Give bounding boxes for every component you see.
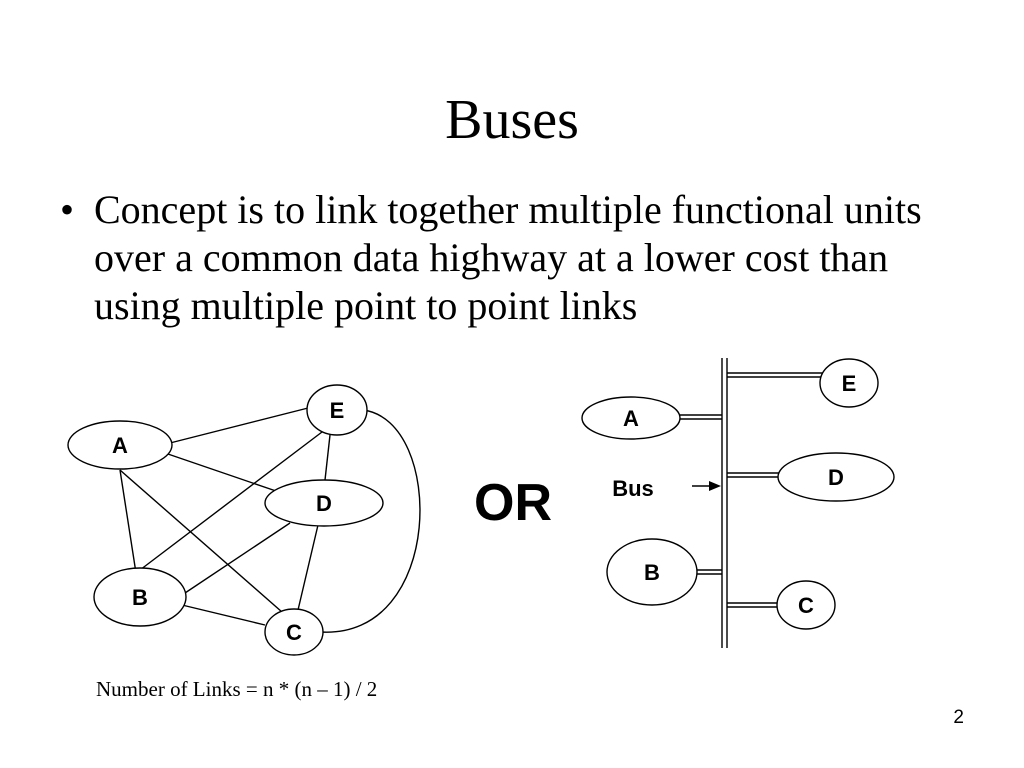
mesh-label-e: E (330, 398, 345, 423)
mesh-label-a: A (112, 433, 128, 458)
bus-label-b: B (644, 560, 660, 585)
bus-label-c: C (798, 593, 814, 618)
bus-label-a: A (623, 406, 639, 431)
mesh-link-a-b (119, 469, 137, 574)
bus-labels: E A D B C Bus (612, 371, 856, 618)
or-separator: OR (474, 474, 552, 532)
bus-label-d: D (828, 465, 844, 490)
mesh-node-c (264, 608, 324, 656)
bullet-dot: • (60, 187, 75, 232)
mesh-node-d (264, 479, 384, 527)
mesh-link-e-c (319, 409, 421, 633)
mesh-node-b (93, 567, 187, 627)
bus-node-e (819, 358, 879, 408)
bus-node-d (777, 452, 895, 502)
mesh-label-d: D (316, 491, 332, 516)
bus-node-c (776, 580, 836, 630)
bus-node-a (581, 396, 681, 440)
bullet-item: • Concept is to link together multiple f… (60, 186, 960, 330)
bus-pointer-arrowhead (709, 481, 721, 491)
mesh-diagram (67, 384, 421, 656)
mesh-link-a-c (119, 469, 283, 613)
bus-node-b (606, 538, 698, 606)
mesh-link-a-e (169, 406, 313, 444)
page-number: 2 (953, 707, 964, 728)
bus-label: Bus (612, 476, 654, 501)
mesh-link-b-c (181, 604, 266, 626)
bullet-text: Concept is to link together multiple fun… (94, 187, 922, 328)
bus-label-e: E (842, 371, 857, 396)
mesh-label-c: C (286, 620, 302, 645)
bus-diagram (581, 358, 895, 648)
slide-title: Buses (445, 89, 579, 151)
mesh-link-b-e (135, 431, 323, 574)
links-formula: Number of Links = n * (n – 1) / 2 (96, 677, 378, 701)
mesh-link-e-d (324, 434, 331, 481)
mesh-link-d-c (297, 524, 319, 611)
mesh-label-b: B (132, 585, 148, 610)
mesh-link-a-d (164, 452, 277, 492)
mesh-node-a (67, 420, 173, 470)
mesh-labels: A E D B C (112, 398, 344, 645)
mesh-link-b-d (184, 522, 291, 594)
mesh-node-e (306, 384, 368, 436)
